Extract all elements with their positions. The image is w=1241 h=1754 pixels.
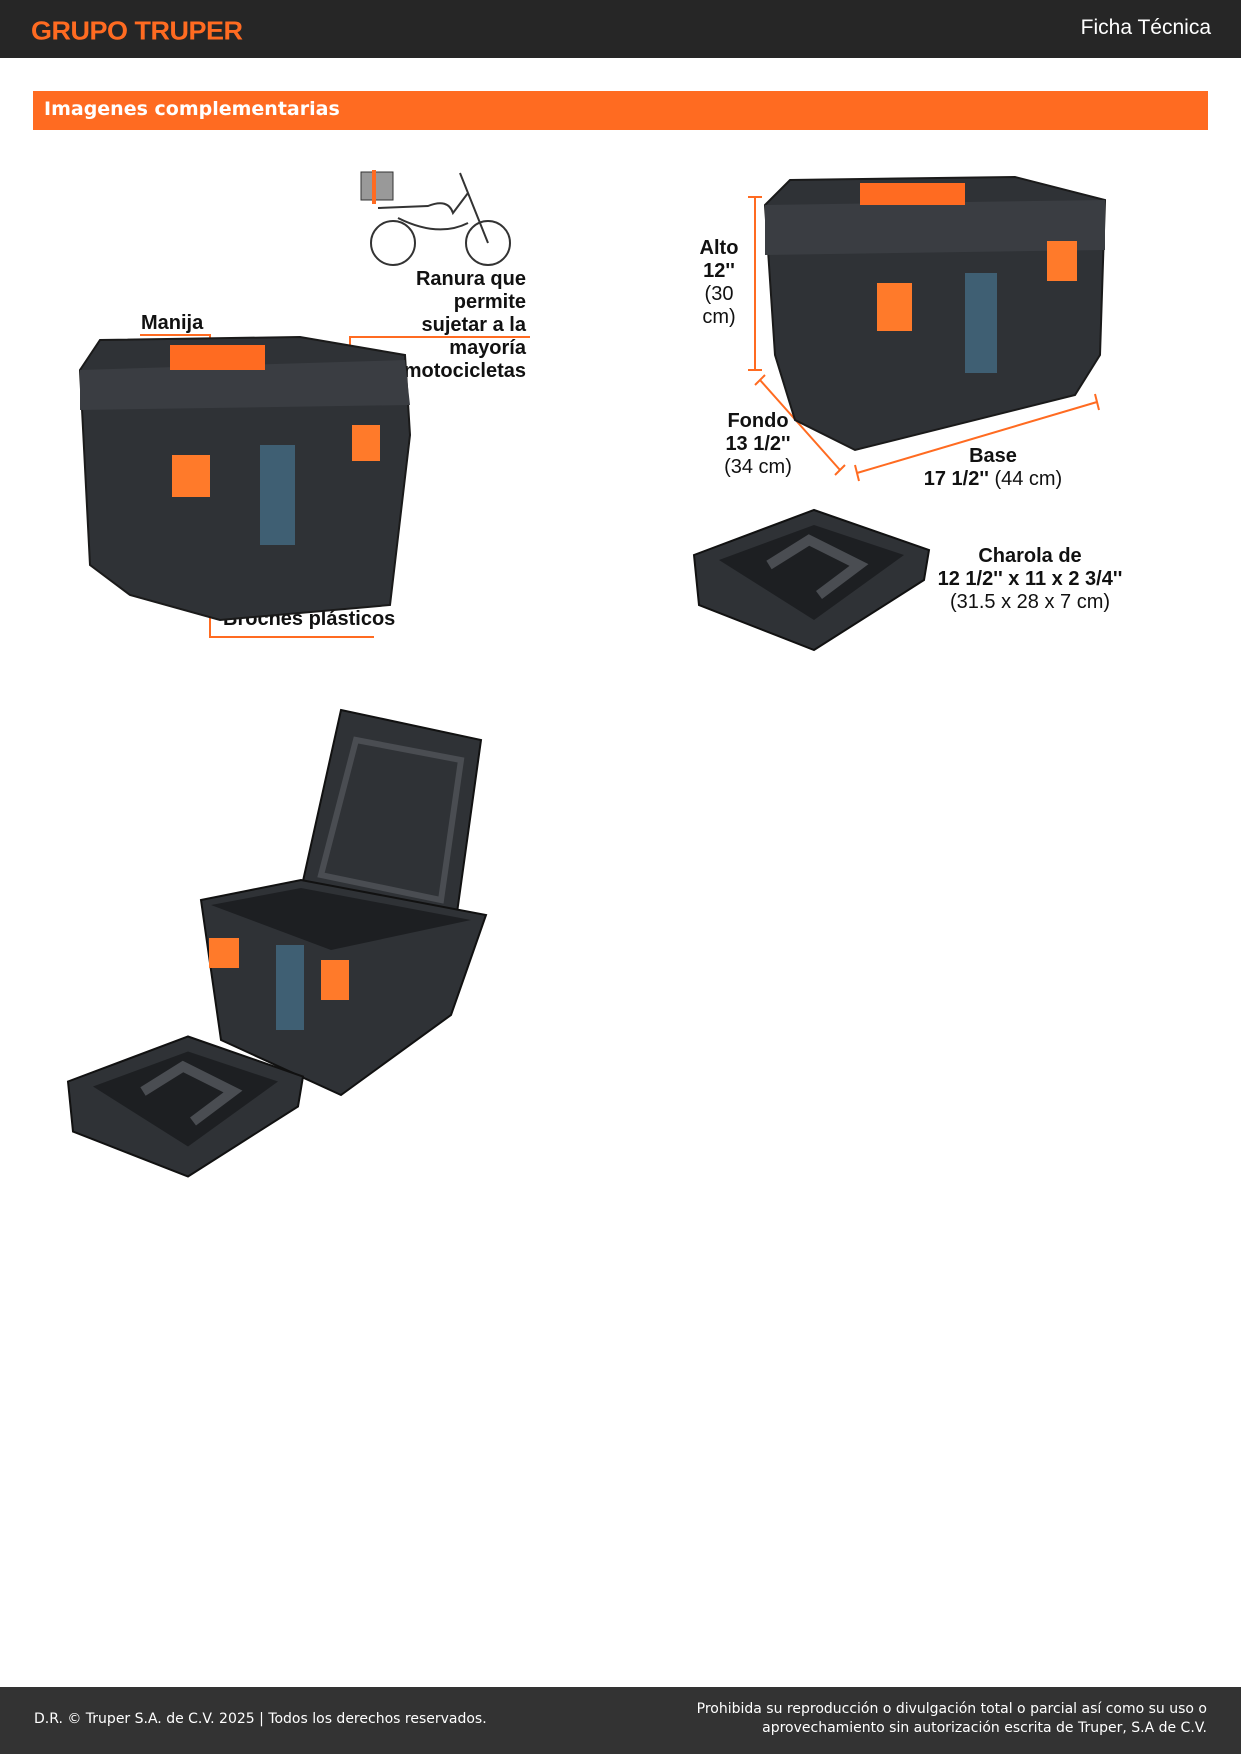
depth-label: Fondo 13 1/2'' (34 cm) bbox=[722, 410, 794, 479]
handle-label: Manija bbox=[141, 312, 204, 334]
section-title: Imagenes complementarias bbox=[44, 98, 340, 120]
toolbox-dimensions-image bbox=[748, 175, 1107, 482]
tray-inches: 12 1/2'' x 11 x 2 3/4'' bbox=[937, 568, 1123, 590]
footer: D.R. © Truper S.A. de C.V. 2025 | Todos … bbox=[0, 1687, 1241, 1754]
tray-image-2 bbox=[66, 1035, 305, 1178]
legal-notice-line: Prohibida su reproducción o divulgación … bbox=[696, 1701, 1207, 1717]
base-cm: (44 cm) bbox=[994, 468, 1063, 490]
height-title: Alto bbox=[699, 237, 739, 259]
height-label: Alto 12'' (30 cm) bbox=[688, 237, 750, 329]
tray-image bbox=[692, 508, 931, 652]
height-cm: (30 cm) bbox=[702, 283, 736, 328]
tray-title: Charola de bbox=[978, 545, 1082, 567]
legal-notice: Prohibida su reproducción o divulgación … bbox=[697, 1700, 1207, 1738]
header: GRUPO TRUPER Ficha Técnica bbox=[0, 0, 1241, 58]
base-inches: 17 1/2'' bbox=[923, 468, 989, 490]
copyright-text: D.R. © Truper S.A. de C.V. 2025 | Todos … bbox=[34, 1711, 487, 1727]
motorcycle-icon bbox=[360, 170, 511, 266]
tray-cm: (31.5 x 28 x 7 cm) bbox=[949, 591, 1111, 613]
depth-cm: (34 cm) bbox=[724, 456, 792, 478]
slot-label-line: de motocicletas bbox=[374, 360, 526, 382]
height-inches: 12'' bbox=[703, 260, 735, 282]
slot-label-line: Ranura que permite bbox=[415, 268, 526, 313]
base-label: Base 17 1/2'' (44 cm) bbox=[920, 445, 1066, 491]
depth-title: Fondo bbox=[727, 410, 789, 432]
legal-notice-line: aprovechamiento sin autorización escrita… bbox=[762, 1720, 1207, 1736]
section-header: Imagenes complementarias bbox=[33, 91, 1208, 130]
base-title: Base bbox=[969, 445, 1017, 467]
toolbox-open-image bbox=[199, 708, 488, 1097]
document-type: Ficha Técnica bbox=[1080, 16, 1211, 39]
depth-inches: 13 1/2'' bbox=[725, 433, 791, 455]
logo: GRUPO TRUPER bbox=[31, 16, 243, 46]
toolbox-closed-image bbox=[78, 334, 530, 638]
slot-label: Ranura que permite sujetar a la mayoría … bbox=[340, 268, 526, 383]
tray-label: Charola de 12 1/2'' x 11 x 2 3/4'' (31.5… bbox=[930, 545, 1130, 614]
slot-label-line: sujetar a la mayoría bbox=[421, 314, 526, 359]
